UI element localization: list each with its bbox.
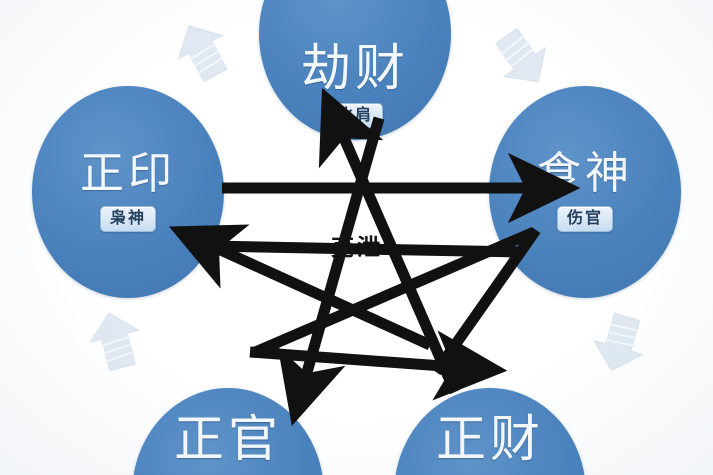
arrow-right-descending-leg [431, 226, 541, 376]
center-caption: 克泄 [331, 235, 383, 261]
arrow-to-left-node [168, 224, 433, 351]
arrow-right-to-left-baseline [207, 240, 521, 258]
node-title-left: 正印 [80, 148, 176, 200]
node-title-bottom-left: 正官 [174, 410, 282, 468]
node-title-top: 劫财 [301, 38, 409, 97]
arrow-badge-icon-top-right [495, 27, 546, 83]
arrow-badge-icon-bottom-right [593, 312, 644, 372]
arrow-to-bottom-right-node [249, 330, 508, 401]
arrow-badge-icon-top-left [177, 25, 228, 83]
node-title-bottom-right: 正财 [436, 410, 544, 468]
node-tag-left: 枭神 [99, 206, 156, 232]
arrow-badge-icon-bottom-left [89, 312, 141, 372]
